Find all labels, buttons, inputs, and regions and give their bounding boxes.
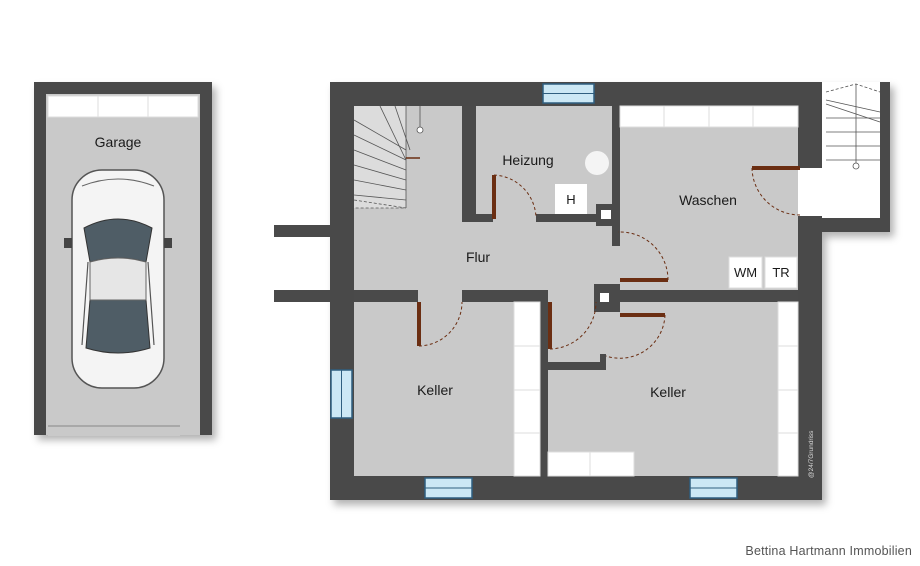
room-label-heizung: Heizung <box>502 152 553 168</box>
staircase <box>353 105 424 209</box>
room-label-waschen: Waschen <box>679 192 737 208</box>
door[interactable] <box>548 301 597 350</box>
car-icon <box>64 169 172 389</box>
washing-machine: WM <box>728 256 763 289</box>
staircase <box>825 83 881 170</box>
room-label-keller: Keller <box>650 384 686 400</box>
window <box>424 477 473 499</box>
door[interactable] <box>751 166 801 216</box>
door[interactable] <box>617 231 669 282</box>
footer-credit: Bettina Hartmann Immobilien <box>745 544 912 558</box>
window <box>689 477 738 499</box>
svg-text:TR: TR <box>772 265 789 280</box>
window <box>330 369 353 419</box>
room-label-flur: Flur <box>466 249 490 265</box>
door[interactable] <box>492 174 537 219</box>
window <box>542 83 595 104</box>
door[interactable] <box>417 301 463 347</box>
shelf <box>513 105 799 477</box>
svg-text:WM: WM <box>734 265 757 280</box>
room-label-keller: Keller <box>417 382 453 398</box>
garage: Garage <box>34 82 212 436</box>
heater: H <box>555 184 587 214</box>
room-label-garage: Garage <box>95 134 142 150</box>
boiler-icon <box>585 151 609 175</box>
basement: H WM TR Heizung Waschen Flur Keller Kell… <box>274 82 890 500</box>
door[interactable] <box>605 313 666 359</box>
garage-shelf <box>47 95 199 118</box>
svg-text:H: H <box>566 192 575 207</box>
dryer: TR <box>764 256 798 289</box>
watermark: @24/7Grundriss <box>808 430 815 478</box>
